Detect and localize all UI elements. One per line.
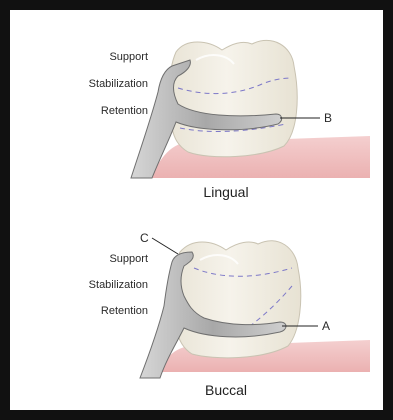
lingual-label-retention: Retention bbox=[60, 106, 148, 117]
lingual-panel bbox=[131, 40, 370, 178]
buccal-callout-leader-c bbox=[152, 238, 178, 254]
buccal-caption: Buccal bbox=[166, 383, 286, 397]
lingual-label-stabilization: Stabilization bbox=[60, 79, 148, 90]
buccal-label-stabilization: Stabilization bbox=[60, 280, 148, 291]
lingual-caption: Lingual bbox=[166, 185, 286, 199]
buccal-callout-label-a: A bbox=[322, 320, 330, 332]
lingual-callout-label: B bbox=[324, 112, 332, 124]
lingual-label-support: Support bbox=[60, 52, 148, 63]
buccal-label-support: Support bbox=[60, 254, 148, 265]
buccal-callout-label-c: C bbox=[140, 232, 149, 244]
buccal-label-retention: Retention bbox=[60, 306, 148, 317]
lingual-tooth bbox=[169, 40, 297, 156]
buccal-panel bbox=[140, 238, 370, 378]
